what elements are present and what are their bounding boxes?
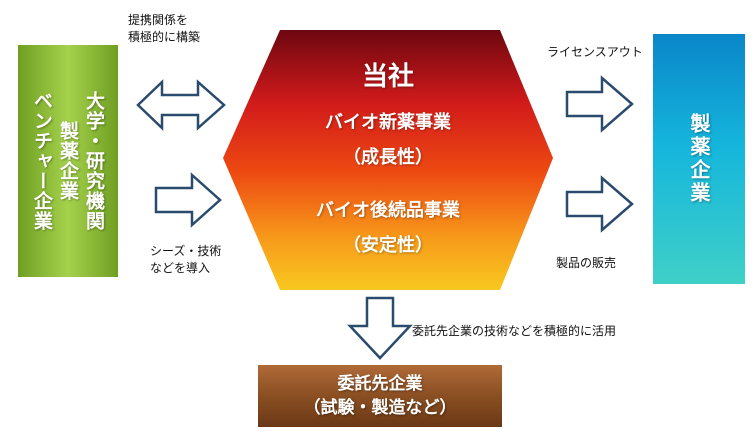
partner-venture: ベンチャー企業 (31, 91, 53, 231)
seeds-intake-arrow (154, 172, 222, 228)
partners-box: 大学・研究機関 製薬企業 ベンチャー企業 (18, 45, 118, 277)
outsourcing-down-arrow (347, 296, 413, 360)
company-hexagon (223, 30, 553, 290)
business-biologics-sub: （成長性） (343, 147, 433, 168)
business-biologics: バイオ新薬事業 (325, 112, 451, 133)
note-seeds: シーズ・技術 などを導入 (150, 243, 221, 277)
note-seeds-line2: などを導入 (150, 261, 211, 275)
contractor-title: 委託先企業 (337, 374, 423, 394)
partner-pharma: 製薬企業 (57, 121, 79, 201)
note-partnership-line1: 提携関係を (128, 13, 189, 27)
product-sales-arrow (565, 175, 634, 233)
note-outsourcing: 委託先企業の技術などを積極的に活用 (412, 324, 617, 338)
business-biosimilar-sub: （安定性） (343, 235, 433, 256)
note-partnership-line2: 積極的に構築 (128, 30, 201, 44)
note-partnership: 提携関係を 積極的に構築 (128, 12, 200, 46)
partner-university: 大学・研究機関 (83, 91, 105, 231)
license-out-arrow (565, 75, 634, 133)
note-product-sales: 製品の販売 (556, 256, 617, 270)
contractor-box: 委託先企業 （試験・製造など） (258, 365, 502, 427)
contractor-sub: （試験・製造など） (303, 398, 457, 418)
note-license-out: ライセンスアウト (547, 45, 643, 59)
note-seeds-line1: シーズ・技術 (150, 244, 222, 258)
business-biosimilar: バイオ後続品事業 (316, 200, 460, 221)
pharma-customer-box: 製薬企業 (653, 34, 745, 284)
customer-pharma: 製薬企業 (687, 113, 711, 205)
partnership-double-arrow (136, 79, 226, 131)
company-title: 当社 (361, 62, 414, 92)
